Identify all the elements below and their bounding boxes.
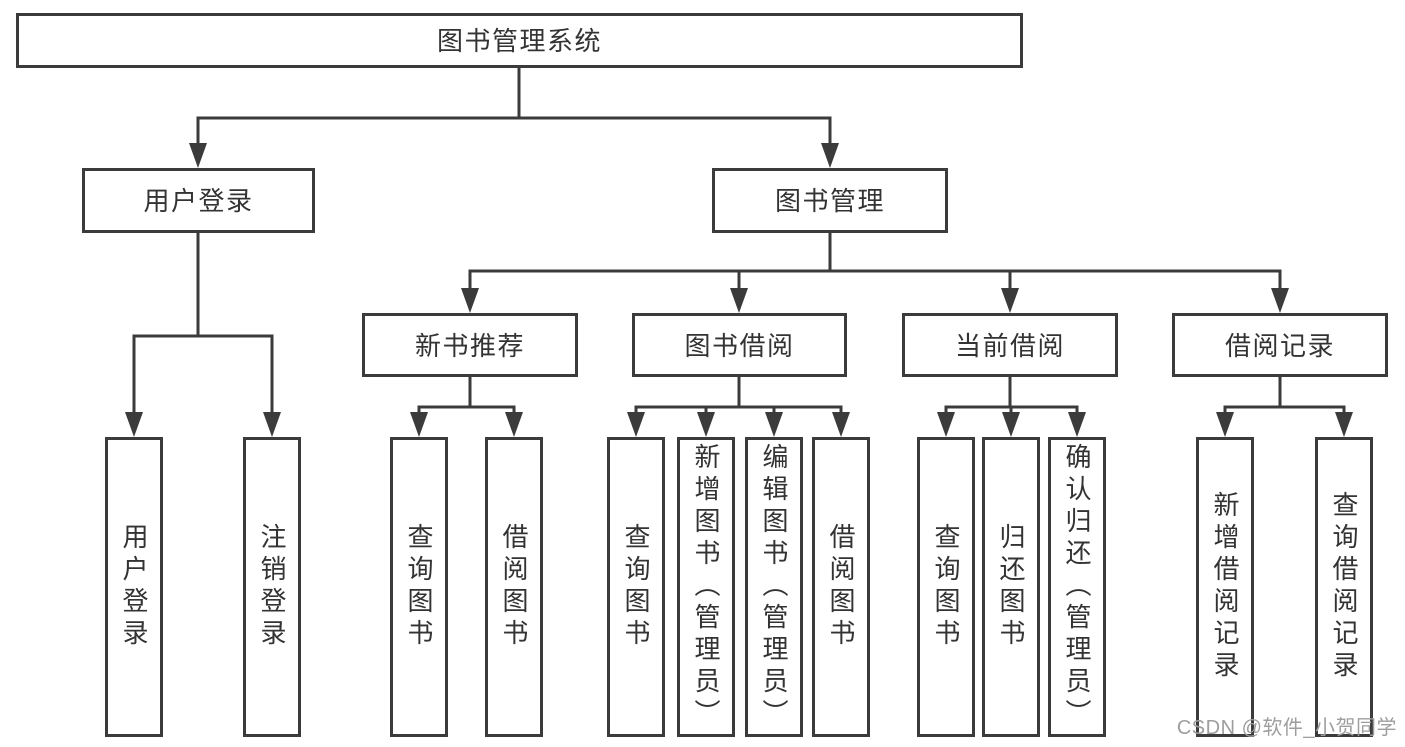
- leaf-recommend-borrow-books: 借阅图书: [485, 437, 543, 737]
- leaf-borrow-borrow-books: 借阅图书: [812, 437, 870, 737]
- connector-user-login-children: [125, 233, 281, 437]
- leaf-borrow-query-books-label: 查询图书: [621, 523, 651, 651]
- node-book-management-label: 图书管理: [774, 186, 885, 216]
- connector-book-management-children: [461, 233, 1289, 313]
- connector-root-to-level1: [189, 68, 839, 168]
- leaf-records-add-record-label: 新增借阅记录: [1210, 491, 1240, 683]
- leaf-records-query-record: 查询借阅记录: [1315, 437, 1373, 737]
- node-current-borrow-label: 当前借阅: [954, 330, 1065, 361]
- node-root-label: 图书管理系统: [436, 26, 602, 56]
- node-user-login-label: 用户登录: [143, 186, 254, 216]
- node-current-borrow: 当前借阅: [902, 313, 1118, 377]
- leaf-current-query-books: 查询图书: [917, 437, 975, 737]
- connector-book-borrow-children: [627, 377, 850, 437]
- leaf-borrow-borrow-books-label: 借阅图书: [826, 523, 856, 651]
- leaf-borrow-edit-books-admin-label: 编辑图书（管理员）: [759, 443, 789, 731]
- leaf-borrow-add-books-admin: 新增图书（管理员）: [677, 437, 735, 737]
- leaf-user-login-label: 用户登录: [119, 523, 149, 651]
- leaf-current-confirm-return-admin-label: 确认归还（管理员）: [1062, 443, 1092, 731]
- leaf-records-add-record: 新增借阅记录: [1196, 437, 1254, 737]
- connector-borrow-records-children: [1216, 377, 1353, 437]
- leaf-borrow-edit-books-admin: 编辑图书（管理员）: [745, 437, 803, 737]
- leaf-logout: 注销登录: [243, 437, 301, 737]
- leaf-current-return-books-label: 归还图书: [996, 523, 1026, 651]
- connector-new-book-recommend-children: [410, 377, 523, 437]
- node-book-borrow-label: 图书借阅: [684, 330, 795, 361]
- leaf-recommend-borrow-books-label: 借阅图书: [499, 523, 529, 651]
- node-book-borrow: 图书借阅: [632, 313, 847, 377]
- leaf-recommend-query-books: 查询图书: [390, 437, 448, 737]
- node-borrow-records: 借阅记录: [1172, 313, 1388, 377]
- leaf-borrow-query-books: 查询图书: [607, 437, 665, 737]
- leaf-logout-label: 注销登录: [257, 523, 287, 651]
- node-book-management: 图书管理: [712, 168, 948, 233]
- leaf-recommend-query-books-label: 查询图书: [404, 523, 434, 651]
- node-user-login: 用户登录: [82, 168, 315, 233]
- node-borrow-records-label: 借阅记录: [1224, 330, 1335, 361]
- leaf-user-login: 用户登录: [105, 437, 163, 737]
- csdn-watermark: CSDN @软件_小贺同学: [1176, 717, 1397, 739]
- node-new-book-recommend-label: 新书推荐: [414, 330, 525, 361]
- leaf-current-confirm-return-admin: 确认归还（管理员）: [1048, 437, 1106, 737]
- leaf-current-query-books-label: 查询图书: [931, 523, 961, 651]
- leaf-records-query-record-label: 查询借阅记录: [1329, 491, 1359, 683]
- node-new-book-recommend: 新书推荐: [362, 313, 578, 377]
- leaf-borrow-add-books-admin-label: 新增图书（管理员）: [691, 443, 721, 731]
- connector-current-borrow-children: [937, 377, 1086, 437]
- leaf-current-return-books: 归还图书: [982, 437, 1040, 737]
- node-root: 图书管理系统: [16, 13, 1023, 68]
